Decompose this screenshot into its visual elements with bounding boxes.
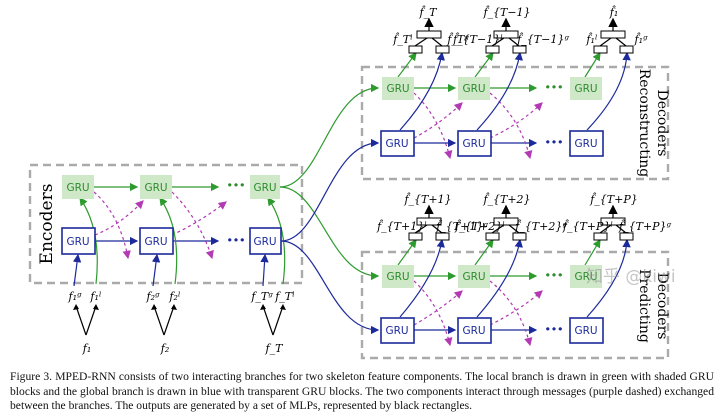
pred-mlp-group-2	[485, 204, 527, 241]
predicting-decoders-label: Decoders	[654, 273, 670, 340]
svg-text:GRU: GRU	[144, 182, 167, 194]
svg-text:f₂ˡ: f₂ˡ	[168, 290, 180, 303]
pred-output-3-global: f̂_{T+P}ᵍ	[618, 220, 672, 233]
encoder-global-ellipsis: ···	[227, 230, 246, 251]
pred-local-gru-1: GRU	[382, 265, 414, 288]
svg-text:GRU: GRU	[253, 182, 276, 194]
pred-output-1-label: f̂_{T+1}	[403, 193, 451, 206]
pred-output-3-label: f̂_{T+P}	[589, 193, 638, 206]
recon-local-gru-T: GRU	[570, 77, 602, 100]
svg-text:GRU: GRU	[66, 236, 89, 248]
svg-text:f_T: f_T	[265, 342, 285, 355]
recon-global-gru-2: GRU	[457, 130, 492, 157]
recon-local-gru-2: GRU	[458, 77, 490, 100]
pred-global-ellipsis: ···	[545, 319, 564, 340]
pred-output-1-local: f̂_{T+1}ˡ	[376, 220, 427, 233]
encoder-local-gru-2: GRU	[140, 175, 172, 199]
encoder-local-gru-1: GRU	[62, 175, 94, 199]
pred-output-2-label: f̂_{T+2}	[482, 193, 530, 206]
svg-text:f₁ᵍ: f₁ᵍ	[68, 290, 82, 303]
recon-local-ellipsis: ···	[545, 77, 564, 98]
reconstructing-box	[360, 65, 670, 181]
svg-text:f₁ˡ: f₁ˡ	[89, 290, 101, 303]
recon-global-gru-1: GRU	[380, 130, 415, 157]
recon-output-1-global: f̂_Tᵍ	[446, 33, 469, 46]
encoder-local-gru-T: GRU	[250, 175, 280, 199]
pred-mlp-group-1	[408, 204, 450, 241]
encoders-box	[28, 163, 304, 285]
pred-output-1-global: f̂_{T+1}ᵍ	[435, 220, 488, 233]
pred-mlp-group-3	[593, 204, 634, 241]
figure-caption: Figure 3. MPED-RNN consists of two inter…	[10, 370, 714, 413]
svg-text:GRU: GRU	[574, 325, 597, 337]
recon-local-gru-1: GRU	[382, 77, 414, 100]
svg-text:GRU: GRU	[574, 83, 597, 95]
input-T: f_Tᵍ f_Tˡ f_T	[250, 290, 294, 355]
svg-text:GRU: GRU	[385, 325, 408, 337]
pred-output-2-global: f̂_{T+2}ᵍ	[514, 220, 567, 233]
recon-global-ellipsis: ···	[545, 132, 564, 153]
svg-text:GRU: GRU	[253, 236, 276, 248]
recon-output-1-label: f̂_T	[419, 6, 439, 19]
predicting-label: Predicting	[636, 269, 652, 343]
reconstructing-decoders-label: Decoders	[654, 90, 670, 157]
encoder-global-gru-1: GRU	[61, 227, 96, 255]
recon-global-gru-T: GRU	[569, 130, 604, 157]
recon-output-2-local: f̂_{T−1}ˡ	[452, 33, 503, 46]
svg-text:f₁: f₁	[82, 342, 91, 355]
recon-output-3-global: f̂₁ᵍ	[634, 33, 648, 46]
svg-text:GRU: GRU	[462, 83, 485, 95]
svg-text:GRU: GRU	[386, 83, 409, 95]
input-1: f₁ᵍ f₁ˡ f₁	[68, 290, 102, 355]
svg-text:f₂ᵍ: f₂ᵍ	[146, 290, 160, 303]
svg-text:f₂: f₂	[160, 342, 169, 355]
watermark: 知乎 @kiwi	[586, 267, 676, 287]
recon-mlp-group-2	[485, 17, 527, 54]
pred-local-gru-T: GRU	[570, 265, 602, 288]
svg-text:GRU: GRU	[462, 271, 485, 283]
recon-output-1-local: f̂_Tˡ	[392, 33, 413, 46]
reconstructing-label: Reconstructing	[636, 69, 652, 178]
recon-output-3-label: f̂₁	[609, 6, 618, 19]
svg-text:GRU: GRU	[462, 138, 485, 150]
encoders-label: Encoders	[37, 184, 57, 265]
svg-text:GRU: GRU	[574, 138, 597, 150]
svg-text:f_Tᵍ: f_Tᵍ	[250, 290, 273, 303]
pred-local-gru-2: GRU	[458, 265, 490, 288]
svg-text:GRU: GRU	[574, 271, 597, 283]
svg-text:GRU: GRU	[385, 138, 408, 150]
pred-global-gru-1: GRU	[380, 317, 415, 344]
encoder-local-ellipsis: ···	[227, 175, 246, 196]
pred-output-3-local: f̂_{T+P}ˡ	[562, 220, 613, 233]
recon-mlp-group-1	[408, 17, 450, 54]
encoder-global-gru-T: GRU	[249, 227, 282, 255]
recon-mlp-group-3	[593, 17, 634, 54]
svg-text:GRU: GRU	[66, 182, 89, 194]
pred-local-ellipsis: ···	[545, 265, 564, 286]
svg-text:f_Tˡ: f_Tˡ	[274, 290, 295, 303]
encoder-global-gru-2: GRU	[139, 227, 174, 255]
pred-output-2-local: f̂_{T+2}ˡ	[454, 220, 505, 233]
predicting-box	[360, 250, 670, 360]
pred-global-gru-T: GRU	[569, 317, 604, 344]
recon-output-2-global: f̂_{T−1}ᵍ	[516, 33, 569, 46]
recon-output-3-local: f̂₁ˡ	[585, 33, 597, 46]
recon-output-2-label: f̂_{T−1}	[482, 6, 530, 19]
svg-text:GRU: GRU	[462, 325, 485, 337]
svg-text:GRU: GRU	[144, 236, 167, 248]
input-2: f₂ᵍ f₂ˡ f₂	[146, 290, 181, 355]
svg-text:GRU: GRU	[386, 271, 409, 283]
pred-global-gru-2: GRU	[457, 317, 492, 344]
mped-rnn-diagram: Encoders Reconstructing Decoders Predict…	[28, 6, 672, 360]
